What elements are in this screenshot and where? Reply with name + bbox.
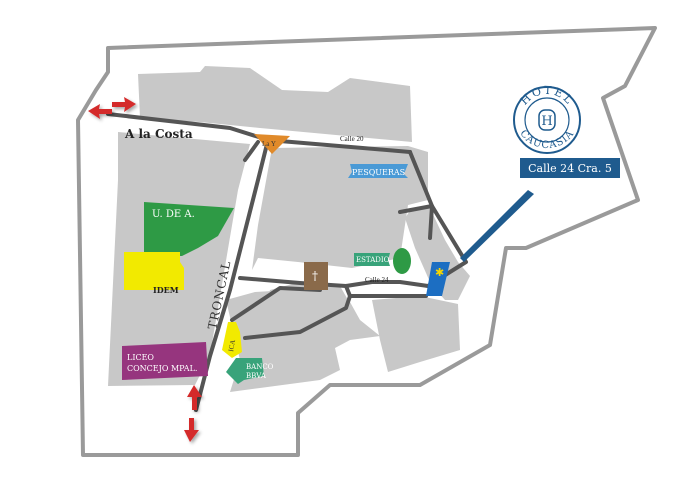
ica-label: ICA — [227, 339, 237, 352]
block-top — [138, 66, 412, 142]
block-mid — [262, 282, 348, 330]
ica-place: ICA — [222, 322, 242, 358]
block-southeast — [372, 296, 460, 372]
road-label-calle-20: Calle 20 — [340, 135, 364, 143]
road-south-loop — [243, 294, 428, 340]
road-label-calle-24: Calle 24 — [365, 276, 389, 284]
hotel-logo: HOTEL CAUCASIA H — [513, 84, 581, 154]
hotel-address: Calle 24 Cra. 5 — [528, 162, 612, 175]
liceo-label-line1: LICEO — [127, 353, 154, 362]
arrow-west — [88, 97, 136, 119]
church-place: † — [304, 262, 328, 290]
arrow-south — [184, 385, 202, 442]
u-de-a-label: U. DE A. — [152, 209, 195, 220]
road-la-y-branch — [243, 140, 260, 162]
estadio-place: ESTADIO — [354, 248, 411, 274]
hotel-address-banner: Calle 24 Cra. 5 — [520, 158, 620, 178]
road-label-a-la-costa: A la Costa — [124, 127, 193, 141]
road-a-la-costa — [106, 112, 412, 154]
banco-label-line1: BANCO — [246, 363, 274, 371]
liceo-label-line2: CONCEJO MPAL. — [127, 364, 197, 373]
liceo-place: LICEO CONCEJO MPAL. — [122, 342, 208, 380]
idem-label: IDEM — [153, 285, 179, 295]
estadio-label: ESTADIO — [356, 256, 390, 264]
road-calle-24 — [238, 276, 430, 288]
u-de-a-place: U. DE A. — [144, 202, 234, 256]
banco-label-line2: BBVA — [246, 372, 267, 380]
la-y-label: La Y — [262, 140, 276, 148]
pesqueras-label: PESQUERAS — [352, 168, 405, 177]
hotel-marker: ✱ — [426, 262, 450, 296]
hotel-pointer — [460, 190, 534, 262]
block-east — [405, 208, 470, 300]
stadium-icon — [393, 248, 411, 274]
banco-place: BANCO BBVA — [226, 358, 274, 384]
la-y-marker: La Y — [254, 134, 290, 154]
hotel-monogram: H — [541, 114, 552, 129]
hotel-star-icon: ✱ — [435, 266, 444, 279]
church-icon: † — [312, 269, 318, 283]
road-inner — [344, 284, 352, 298]
idem-place: IDEM — [124, 252, 184, 295]
pesqueras-place: PESQUERAS — [348, 164, 408, 178]
